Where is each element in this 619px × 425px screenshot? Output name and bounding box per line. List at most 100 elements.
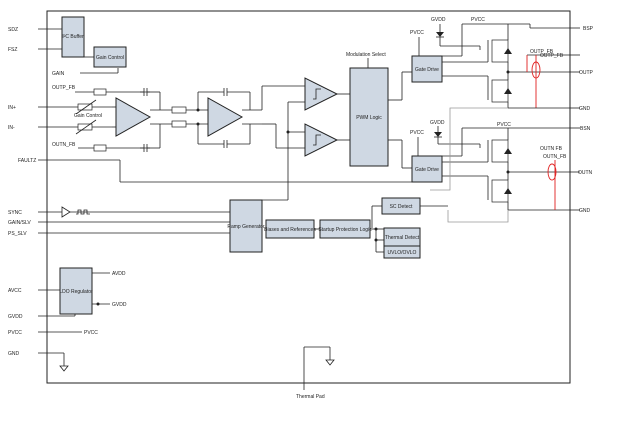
- pin-outn-label: OUTN: [578, 170, 593, 176]
- feedback-resistor-top: [93, 88, 107, 96]
- pin-gain-label: GAIN: [52, 71, 65, 77]
- outp-sense-marker: [531, 61, 541, 79]
- input-resistor-minus: [77, 123, 93, 131]
- comparator-top: [304, 77, 339, 111]
- pin-ps-slv: PS_SLV: [8, 231, 230, 237]
- input-opamp: [115, 97, 152, 137]
- pin-gvdd-label: GVDD: [8, 314, 23, 320]
- pvcc-left-top-label: PVCC: [410, 30, 424, 36]
- pin-avcc-label: AVCC: [8, 288, 22, 294]
- fet-low-top: [491, 79, 509, 103]
- gain-control-small-label: Gain Control: [74, 113, 102, 119]
- gain-control-label: Gain Control: [96, 55, 124, 61]
- comparators: [261, 77, 350, 201]
- comparator-bottom: [304, 123, 339, 157]
- pin-faultz: FAULTZ: [18, 158, 430, 183]
- pin-in-minus-label: IN-: [8, 125, 15, 131]
- feedback-resistor-bottom: [93, 144, 107, 152]
- pin-outn-fb-right: OUTN_FB: [543, 154, 567, 160]
- uvlo-label: UVLO/OVLO: [388, 250, 417, 256]
- pin-sync: SYNC: [8, 206, 230, 218]
- pin-outn-fb-label: OUTN_FB: [52, 142, 76, 148]
- pin-pvcc: PVCC: [8, 330, 82, 336]
- pin-in-minus: IN-: [8, 125, 112, 131]
- gate-drive-bottom-block: [411, 155, 443, 183]
- output-stage-bottom: GVDD PVCC Gate Drive PVCC O: [410, 120, 570, 211]
- pin-avcc: AVCC: [8, 288, 60, 294]
- outn-fb-right-label: OUTN FB: [540, 146, 563, 152]
- ramp-generator-label: Ramp Generator: [227, 224, 265, 230]
- uvlo-block: [383, 245, 421, 259]
- buffer-block: [61, 16, 85, 58]
- pin-gain: GAIN: [52, 68, 119, 77]
- pin-fsz-label: FSZ: [8, 47, 17, 53]
- fet-high-top: [491, 39, 509, 63]
- modulation-select-label: Modulation Select: [346, 52, 386, 58]
- gvdd-top-label: GVDD: [431, 17, 446, 23]
- avdd-label: AVDD: [112, 271, 126, 277]
- pwm-logic-block: [349, 67, 389, 167]
- gate-drive-top-label: Gate Drive: [415, 67, 439, 73]
- pvcc-top-label: PVCC: [471, 17, 485, 23]
- pin-gnd-label: GND: [8, 351, 20, 357]
- pin-sync-label: SYNC: [8, 210, 22, 216]
- ramp-generator-block: [229, 199, 263, 253]
- gvdd-mid-label: GVDD: [430, 120, 445, 126]
- pin-gain-slv: GAIN/SLV: [8, 220, 230, 226]
- fet-low-bottom: [491, 179, 509, 203]
- pin-outp-fb-label: OUTP_FB: [52, 85, 76, 91]
- pwm-logic-label: PWM Logic: [356, 115, 382, 121]
- stage-resistor-top: [171, 106, 187, 114]
- pin-outp-fb-in: OUTP_FB: [52, 85, 150, 93]
- outp-fb-right-label: OUTP_FB: [530, 49, 554, 55]
- pin-gain-slv-label: GAIN/SLV: [8, 220, 31, 226]
- pvcc-left-mid-label: PVCC: [410, 130, 424, 136]
- pin-sdz: SDZ: [8, 27, 62, 33]
- buffer-label: I²C Buffer: [62, 34, 84, 40]
- ground-icon: [59, 365, 69, 372]
- stage-resistor-bottom: [171, 120, 187, 128]
- pin-bsn-label: BSN: [580, 126, 591, 132]
- biases-label: Biases and References: [264, 227, 316, 233]
- gate-drive-bottom-label: Gate Drive: [415, 167, 439, 173]
- pin-sdz-label: SDZ: [8, 27, 18, 33]
- pin-ps-slv-label: PS_SLV: [8, 231, 27, 237]
- startup-protection-label: Startup Protection Logic: [318, 227, 372, 233]
- pin-in-plus-label: IN+: [8, 105, 16, 111]
- ldo-regulator-label: LDO Regulator: [59, 289, 93, 295]
- pin-outp-label: OUTP: [579, 70, 594, 76]
- thermal-pad-label: Thermal Pad: [296, 394, 325, 400]
- right-pins: BSP OUTP_FB OUTP GND BSN OUTN_FB OUTN GN…: [540, 26, 594, 214]
- gvdd-ldo-label: GVDD: [112, 302, 127, 308]
- outn-sense-marker: [547, 163, 557, 181]
- output-stage-top: GVDD PVCC Gate Drive PVCC: [410, 17, 570, 108]
- thermal-detect-label: Thermal Detect: [385, 235, 420, 241]
- gate-drive-top-block: [411, 55, 443, 83]
- pin-gnd-bottom-label: GND: [579, 208, 591, 214]
- gain-control-block: [93, 46, 127, 68]
- pin-outp-fb-right: OUTP_FB: [540, 53, 564, 59]
- diode-bottom: [434, 132, 442, 137]
- pin-pvcc-label: PVCC: [8, 330, 22, 336]
- input-stage: Gain Control: [74, 88, 262, 152]
- pin-faultz-label: FAULTZ: [18, 158, 36, 164]
- pin-outn-fb-in: OUTN_FB: [52, 142, 150, 149]
- left-pins: SDZ FSZ GAIN OUTP_FB IN+ IN- OUTN_FB: [8, 27, 430, 372]
- diode-top: [436, 32, 444, 37]
- pvcc-line-label: PVCC: [84, 330, 98, 336]
- pvcc-mid-label: PVCC: [497, 122, 511, 128]
- pin-fsz: FSZ: [8, 47, 62, 53]
- ldo-regulator-block: [59, 267, 93, 315]
- pin-in-plus: IN+: [8, 105, 112, 111]
- fet-high-bottom: [491, 139, 509, 163]
- thermal-ground-icon: [325, 359, 335, 366]
- input-resistor-plus: [77, 103, 93, 111]
- pin-gnd-top-label: GND: [579, 106, 591, 112]
- pin-bsp-label: BSP: [583, 26, 594, 32]
- integrator-opamp: [207, 97, 244, 137]
- sc-detect-label: SC Detect: [390, 204, 413, 210]
- chip-boundary: [46, 10, 571, 384]
- pin-gnd: GND: [8, 351, 69, 372]
